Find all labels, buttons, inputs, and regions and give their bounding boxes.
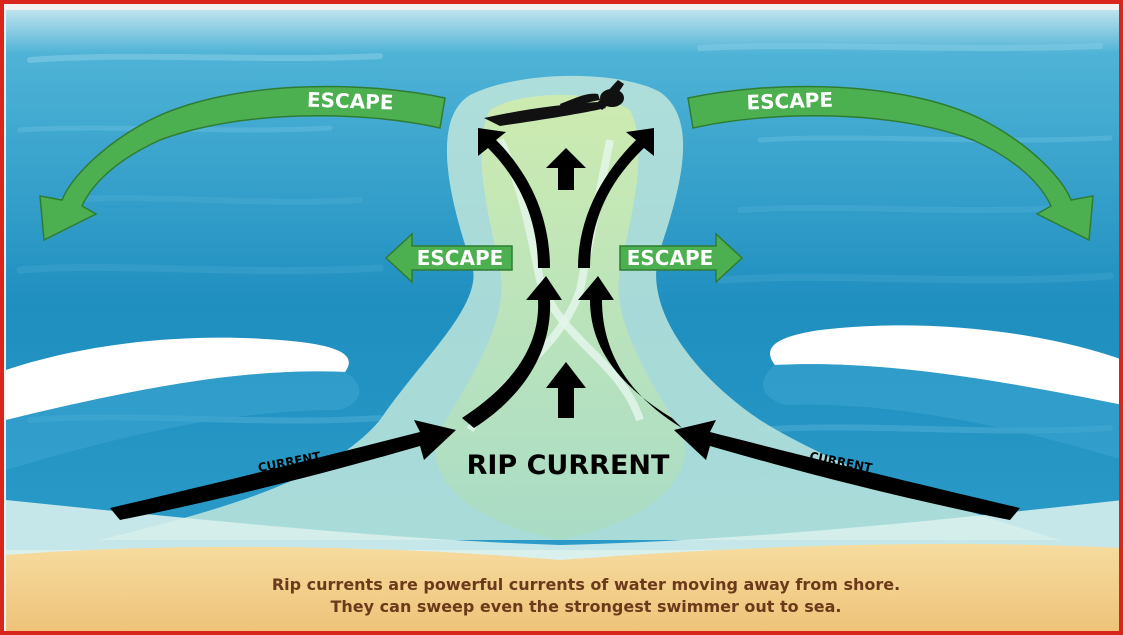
caption-line-1: Rip currents are powerful currents of wa…: [272, 575, 900, 594]
label-escape-top-right: ESCAPE: [746, 88, 833, 115]
caption-line-2: They can sweep even the strongest swimme…: [331, 597, 842, 616]
label-escape-mid-right: ESCAPE: [627, 246, 714, 270]
label-escape-mid-left: ESCAPE: [417, 246, 504, 270]
label-rip-current: RIP CURRENT: [467, 450, 670, 481]
label-escape-top-left: ESCAPE: [307, 88, 394, 115]
